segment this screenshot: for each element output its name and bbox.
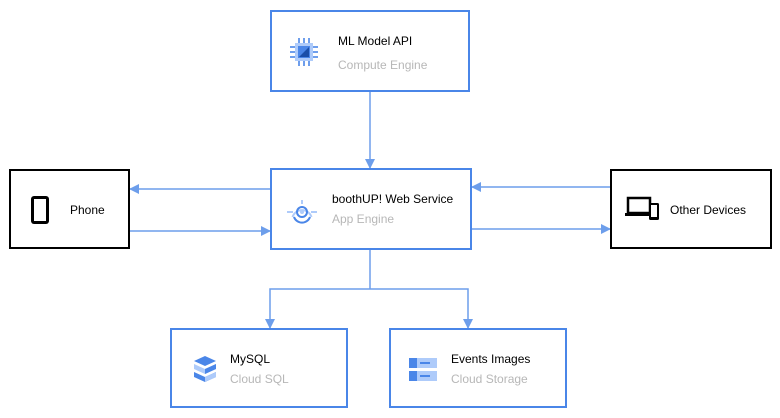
cloud-storage-icon [409, 358, 437, 381]
web-service-node[interactable]: boothUP! Web Service App Engine [270, 168, 472, 250]
node-subtitle: Compute Engine [338, 58, 428, 72]
node-title: Events Images [451, 352, 531, 366]
node-title: MySQL [230, 352, 271, 366]
app-engine-icon [287, 200, 317, 224]
events-images-node[interactable]: Events Images Cloud Storage [389, 328, 567, 408]
connector-web-service-to-mysql [265, 288, 370, 329]
laptop-phone-icon [625, 196, 659, 220]
node-title: Phone [70, 203, 105, 217]
node-subtitle: Cloud Storage [451, 372, 528, 386]
phone-icon [31, 196, 49, 224]
node-title: boothUP! Web Service [332, 192, 454, 206]
node-title: Other Devices [670, 203, 747, 217]
node-subtitle: App Engine [332, 212, 395, 226]
connector-web-service-to-events-images [370, 288, 473, 329]
node-title: ML Model API [338, 34, 413, 48]
other-devices-node[interactable]: Other Devices [610, 169, 772, 249]
phone-node[interactable]: Phone [9, 169, 130, 249]
ml-model-api-node[interactable]: ML Model API Compute Engine [270, 10, 470, 92]
node-subtitle: Cloud SQL [230, 372, 289, 386]
mysql-node[interactable]: MySQL Cloud SQL [170, 328, 348, 408]
compute-engine-chip-icon [290, 38, 318, 66]
cloud-sql-icon [194, 356, 216, 382]
